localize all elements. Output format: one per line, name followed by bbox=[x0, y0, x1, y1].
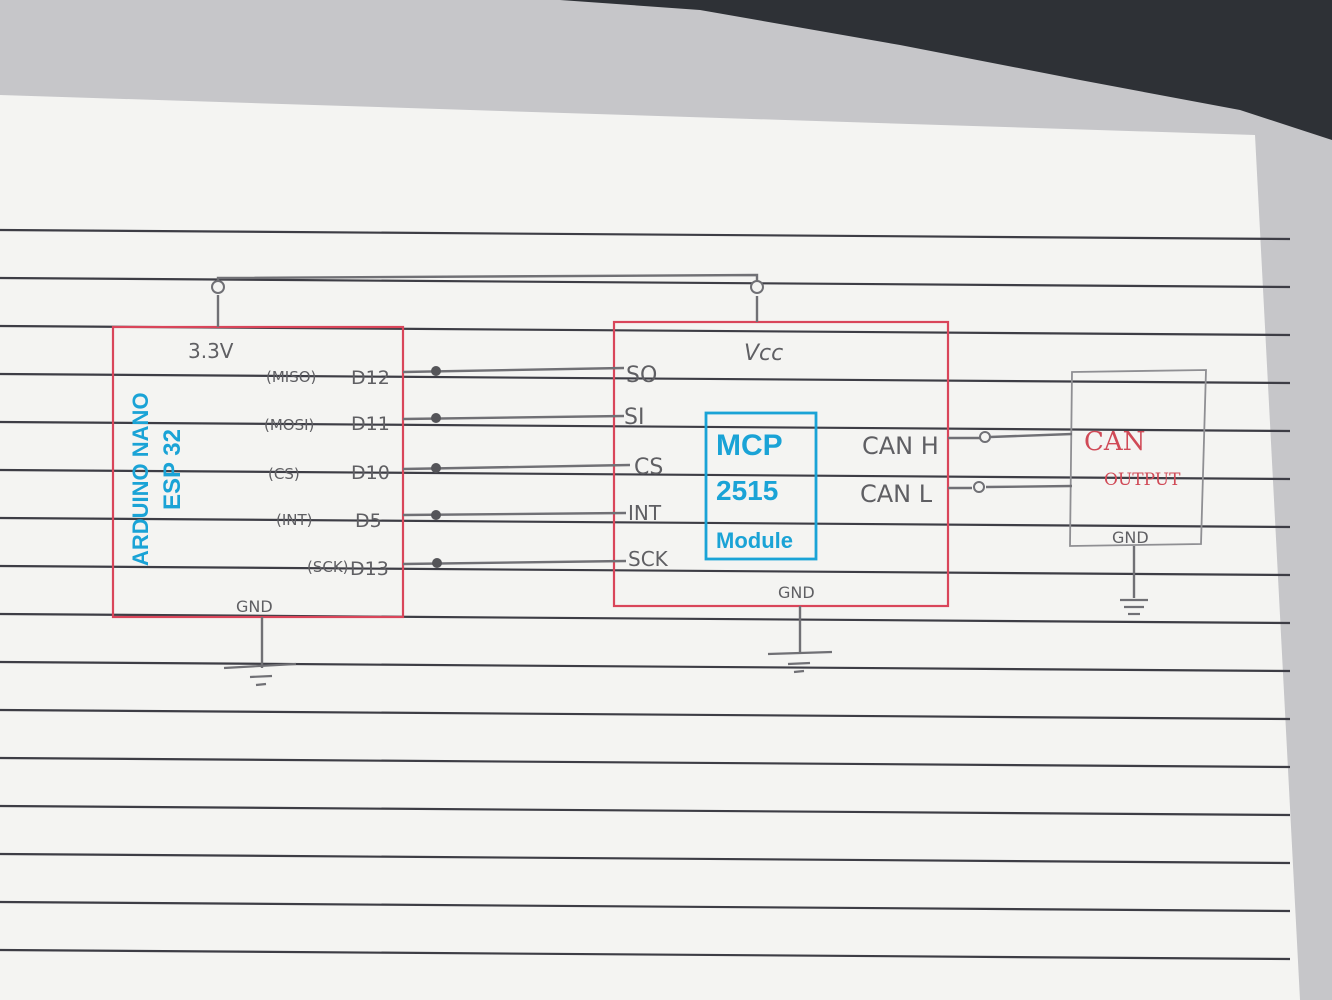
pin-function-mosi: (MOSI) bbox=[264, 416, 314, 434]
dark-object bbox=[560, 0, 1332, 140]
can-output-gnd-label: GND bbox=[1112, 528, 1149, 547]
ruled-line bbox=[0, 612, 1291, 625]
pin-dot-d11 bbox=[431, 413, 441, 423]
ruled-lines bbox=[0, 228, 1291, 961]
power-junction-arduino bbox=[211, 280, 225, 294]
arduino-title-2: ESP 32 bbox=[159, 429, 186, 510]
mcp-box bbox=[612, 320, 950, 608]
ruled-line bbox=[0, 420, 1291, 433]
pin-function-miso: (MISO) bbox=[266, 368, 316, 386]
pin-d11: D11 bbox=[351, 413, 390, 435]
arduino-power-label: 3.3V bbox=[188, 339, 234, 363]
can-output-box bbox=[1069, 369, 1207, 547]
mcp-can-l-label: CAN L bbox=[860, 480, 933, 508]
can-ground-icon bbox=[1120, 598, 1148, 616]
ground-symbols bbox=[223, 598, 1148, 687]
ruled-line bbox=[0, 516, 1291, 529]
arduino-box bbox=[111, 325, 405, 619]
mcp-pin-si: SI bbox=[624, 405, 644, 430]
pin-function-sck: (SCK) bbox=[307, 558, 349, 576]
can-output-line1: CAN bbox=[1084, 427, 1145, 457]
pin-d5: D5 bbox=[355, 510, 382, 532]
arduino-gnd-label: GND bbox=[236, 597, 273, 616]
ruled-line bbox=[0, 948, 1291, 961]
mcp2515-inner-box bbox=[704, 411, 818, 561]
ruled-line bbox=[0, 804, 1291, 817]
pin-d13: D13 bbox=[350, 558, 389, 580]
ruled-line bbox=[0, 228, 1291, 241]
ruled-line bbox=[0, 900, 1291, 913]
mcp-inner-line2: 2515 bbox=[716, 475, 778, 506]
pin-dot-d12 bbox=[431, 366, 441, 376]
mcp-inner-line1: MCP bbox=[716, 429, 783, 462]
ruled-line bbox=[0, 756, 1291, 769]
mcp-inner-line3: Module bbox=[716, 528, 793, 553]
ruled-line bbox=[0, 372, 1291, 385]
pin-dot-d10 bbox=[431, 463, 441, 473]
power-junction-mcp bbox=[750, 280, 764, 294]
ruled-line bbox=[0, 708, 1291, 721]
mcp-ground-icon bbox=[767, 650, 833, 674]
pin-d10: D10 bbox=[351, 462, 390, 484]
mcp-gnd-label: GND bbox=[778, 583, 815, 602]
can-h-terminal bbox=[979, 431, 991, 443]
ruled-line bbox=[0, 852, 1291, 865]
ruled-line bbox=[0, 276, 1291, 289]
mcp-pin-so: SO bbox=[626, 363, 657, 388]
pin-function-int: (INT) bbox=[276, 511, 313, 529]
arduino-block: ARDUINO NANO ESP 32 3.3V GND (MISO) D12 … bbox=[111, 325, 405, 619]
arduino-ground-icon bbox=[223, 662, 297, 687]
ruled-line bbox=[0, 660, 1291, 673]
can-output-line2: OUTPUT bbox=[1104, 470, 1181, 490]
ruled-line bbox=[0, 564, 1291, 577]
mcp-pin-sck: SCK bbox=[628, 547, 669, 571]
pin-d12: D12 bbox=[351, 367, 390, 389]
mcp-vcc-label: Vcc bbox=[744, 341, 783, 366]
wire-can-l-right bbox=[985, 484, 1073, 489]
mcp-pin-int: INT bbox=[628, 501, 662, 525]
mcp-block: Vcc GND SO SI CS INT SCK MCP 2515 Module… bbox=[612, 320, 950, 608]
arduino-title-1: ARDUINO NANO bbox=[128, 392, 153, 566]
can-output-block: CAN OUTPUT GND bbox=[1069, 369, 1207, 547]
ruled-line bbox=[0, 468, 1291, 481]
can-l-terminal bbox=[973, 481, 985, 493]
paper-sheet bbox=[0, 95, 1300, 1000]
pin-dot-d5 bbox=[431, 510, 441, 520]
pin-function-cs: (CS) bbox=[268, 465, 300, 483]
pin-dot-d13 bbox=[432, 558, 442, 568]
mcp-can-h-label: CAN H bbox=[862, 432, 939, 460]
mcp-pin-cs: CS bbox=[634, 455, 663, 480]
wire-can-h-right bbox=[989, 432, 1073, 439]
junctions bbox=[211, 280, 991, 568]
